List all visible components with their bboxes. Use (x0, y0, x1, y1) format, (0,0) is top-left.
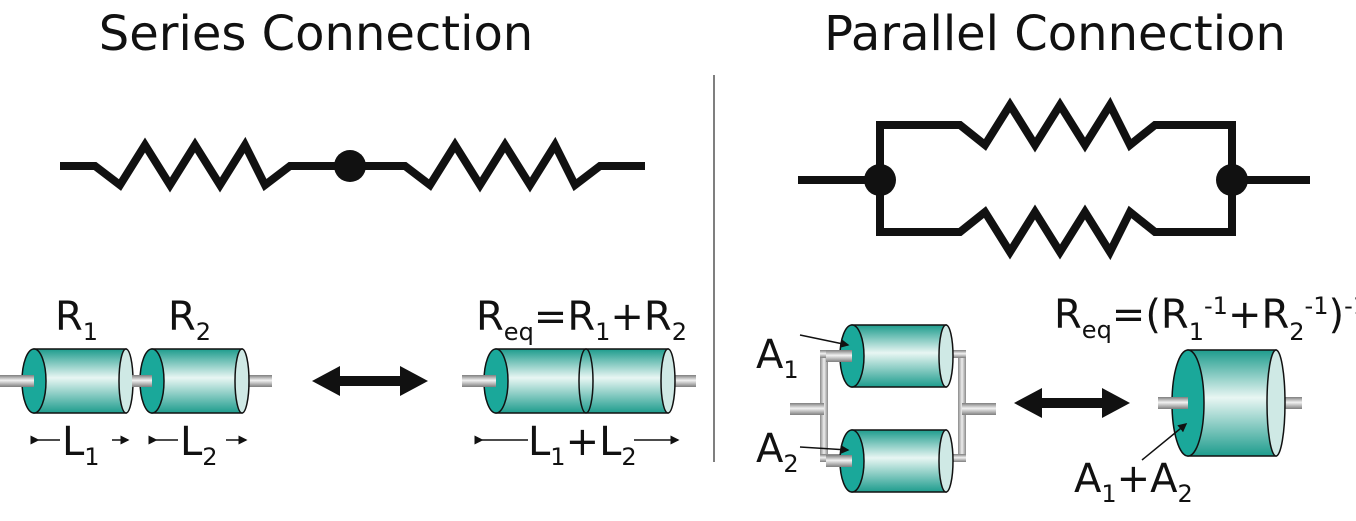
series-cylinder-2 (151, 348, 243, 414)
parallel-top-rod-tip (826, 350, 852, 362)
series-cylinder-1-back (118, 348, 134, 414)
parallel-eq-rod-tip (1160, 397, 1188, 409)
parallel-cylinder-top (851, 324, 947, 388)
series-total-length-label: L1+L2 (474, 419, 680, 471)
series-cylinder-group (0, 348, 272, 414)
series-cylinder-2-back (234, 348, 250, 414)
parallel-node-right (1216, 164, 1248, 196)
parallel-cylinder-bottom-back (938, 429, 954, 493)
series-schematic (60, 136, 645, 193)
parallel-cylinder-bottom (851, 429, 947, 493)
svg-text:L2: L2 (180, 419, 218, 471)
parallel-node-left (864, 164, 896, 196)
parallel-a2-label: A2 (756, 426, 799, 478)
series-resistor-wire-1 (60, 136, 350, 193)
series-double-arrow-icon (312, 366, 428, 396)
series-eq-body (495, 348, 669, 414)
series-cylinder-1 (33, 348, 127, 414)
series-eq-back (660, 348, 676, 414)
a1-pointer (799, 334, 850, 348)
series-equivalent-cylinder (462, 348, 696, 414)
series-resistor-wire-2 (350, 136, 645, 193)
svg-text:L1: L1 (62, 419, 100, 471)
series-r2-label: R2 (168, 294, 211, 346)
series-equation: Req=R1+R2 (476, 294, 687, 346)
parallel-eq-back (1266, 349, 1286, 457)
parallel-cylinder-group (790, 324, 996, 493)
parallel-wire-top (876, 96, 1236, 180)
parallel-bottom-rod-tip (826, 455, 852, 467)
parallel-area-sum-label: A1+A2 (1074, 456, 1193, 508)
series-eq-rod-tip (474, 375, 496, 387)
parallel-double-arrow-icon (1014, 388, 1130, 418)
parallel-rod-out (962, 403, 996, 415)
parallel-equation: Req=(R1-1+R2-1)-1 (1054, 292, 1356, 346)
parallel-wire-bottom (876, 180, 1236, 261)
series-node-dot (334, 150, 366, 182)
parallel-a1-label: A1 (756, 332, 799, 384)
svg-text:L1+L2: L1+L2 (528, 419, 637, 471)
series-rod-middle-tip (132, 375, 152, 387)
series-l1-label: L1 (30, 419, 130, 471)
a2-pointer (799, 445, 850, 455)
series-l2-label: L2 (148, 419, 248, 471)
parallel-title: Parallel Connection (824, 6, 1286, 62)
series-r1-label: R1 (55, 294, 98, 346)
parallel-equivalent-cylinder (1158, 349, 1302, 457)
series-rod-left-tip (12, 375, 34, 387)
a-sum-pointer (1141, 423, 1188, 461)
parallel-cylinder-top-back (938, 324, 954, 388)
parallel-rod-in (790, 403, 824, 415)
series-title: Series Connection (99, 6, 533, 62)
series-eq-seam (578, 348, 594, 414)
